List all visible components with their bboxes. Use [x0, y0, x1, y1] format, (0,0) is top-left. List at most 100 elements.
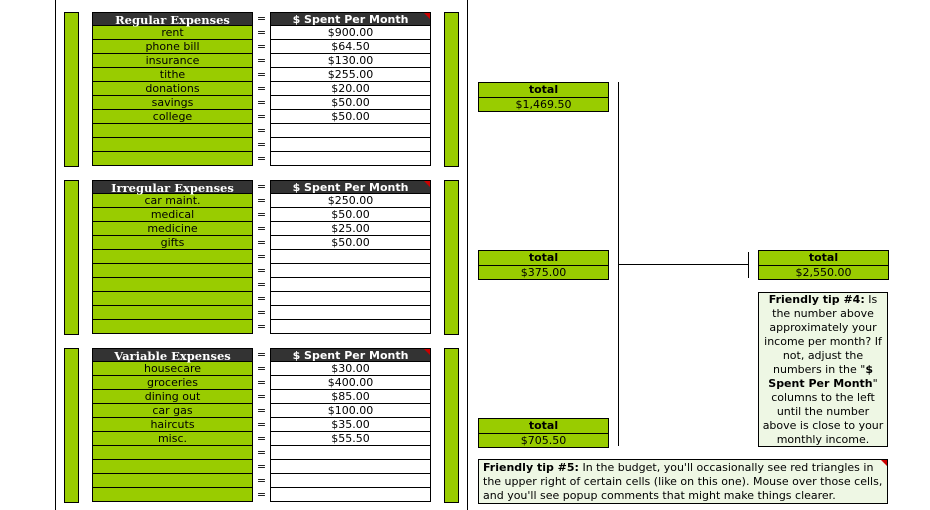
- comment-indicator-icon[interactable]: [424, 13, 430, 19]
- value-cell[interactable]: $20.00: [270, 82, 431, 96]
- value-cell[interactable]: [270, 124, 431, 138]
- section-right-bar: [444, 348, 459, 503]
- category-cell[interactable]: [92, 306, 253, 320]
- value-header[interactable]: $ Spent Per Month: [270, 180, 431, 194]
- equals-sign: =: [256, 138, 267, 151]
- category-cell[interactable]: [92, 124, 253, 138]
- value-cell[interactable]: [270, 446, 431, 460]
- category-cell[interactable]: car gas: [92, 404, 253, 418]
- variable-total-box[interactable]: total $705.50: [478, 418, 609, 448]
- value-cell[interactable]: [270, 250, 431, 264]
- connector-horizontal-line: [618, 264, 749, 265]
- irregular-total-label: total: [479, 251, 608, 266]
- irregular-total-box[interactable]: total $375.00: [478, 250, 609, 280]
- regular-total-label: total: [479, 83, 608, 98]
- value-cell[interactable]: $50.00: [270, 96, 431, 110]
- value-header[interactable]: $ Spent Per Month: [270, 348, 431, 362]
- value-header-text: $ Spent Per Month: [292, 13, 409, 26]
- value-cell[interactable]: [270, 264, 431, 278]
- value-cell[interactable]: $130.00: [270, 54, 431, 68]
- category-cell[interactable]: [92, 460, 253, 474]
- value-cell[interactable]: [270, 278, 431, 292]
- category-cell[interactable]: haircuts: [92, 418, 253, 432]
- category-cell[interactable]: dining out: [92, 390, 253, 404]
- category-cell[interactable]: [92, 264, 253, 278]
- category-cell[interactable]: misc.: [92, 432, 253, 446]
- category-cell[interactable]: [92, 446, 253, 460]
- equals-sign: =: [256, 474, 267, 487]
- category-cell[interactable]: college: [92, 110, 253, 124]
- value-cell[interactable]: $50.00: [270, 236, 431, 250]
- value-cell[interactable]: $35.00: [270, 418, 431, 432]
- grand-total-label: total: [759, 251, 888, 266]
- category-header[interactable]: Variable Expenses: [92, 348, 253, 363]
- category-cell[interactable]: medical: [92, 208, 253, 222]
- comment-indicator-icon[interactable]: [881, 460, 887, 466]
- value-cell[interactable]: [270, 320, 431, 334]
- category-header[interactable]: Irregular Expenses: [92, 180, 253, 195]
- category-cell[interactable]: medicine: [92, 222, 253, 236]
- variable-total-value: $705.50: [520, 434, 567, 447]
- value-cell[interactable]: [270, 474, 431, 488]
- section-left-bar: [64, 348, 79, 503]
- value-cell[interactable]: [270, 138, 431, 152]
- equals-sign: =: [256, 404, 267, 417]
- value-cell[interactable]: [270, 306, 431, 320]
- friendly-tip-5[interactable]: Friendly tip #5: In the budget, you'll o…: [478, 459, 888, 504]
- value-cell[interactable]: $50.00: [270, 208, 431, 222]
- category-cell[interactable]: [92, 320, 253, 334]
- comment-indicator-icon[interactable]: [424, 181, 430, 187]
- value-cell[interactable]: $50.00: [270, 110, 431, 124]
- equals-sign: =: [256, 96, 267, 109]
- value-cell[interactable]: $100.00: [270, 404, 431, 418]
- category-cell[interactable]: [92, 488, 253, 502]
- value-cell[interactable]: [270, 488, 431, 502]
- value-cell[interactable]: $400.00: [270, 376, 431, 390]
- equals-sign: =: [256, 446, 267, 459]
- value-column: $ Spent Per Month$250.00$50.00$25.00$50.…: [270, 180, 431, 334]
- equals-sign: =: [256, 264, 267, 277]
- tip5-text: In the budget, you'll occasionally see r…: [483, 461, 883, 502]
- equals-sign: =: [256, 236, 267, 249]
- value-cell[interactable]: [270, 460, 431, 474]
- value-header-text: $ Spent Per Month: [292, 349, 409, 362]
- category-cell[interactable]: groceries: [92, 376, 253, 390]
- value-cell[interactable]: $85.00: [270, 390, 431, 404]
- value-cell[interactable]: $64.50: [270, 40, 431, 54]
- category-cell[interactable]: car maint.: [92, 194, 253, 208]
- category-cell[interactable]: housecare: [92, 362, 253, 376]
- category-cell[interactable]: gifts: [92, 236, 253, 250]
- value-cell[interactable]: $255.00: [270, 68, 431, 82]
- category-cell[interactable]: [92, 292, 253, 306]
- grand-total-value: $2,550.00: [795, 266, 852, 279]
- value-cell[interactable]: $250.00: [270, 194, 431, 208]
- category-cell[interactable]: savings: [92, 96, 253, 110]
- regular-total-box[interactable]: total $1,469.50: [478, 82, 609, 112]
- value-cell[interactable]: [270, 152, 431, 166]
- equals-sign: =: [256, 488, 267, 501]
- value-cell[interactable]: [270, 292, 431, 306]
- category-cell[interactable]: [92, 152, 253, 166]
- comment-indicator-icon[interactable]: [424, 349, 430, 355]
- equals-sign: =: [256, 348, 267, 361]
- value-cell[interactable]: $900.00: [270, 26, 431, 40]
- category-cell[interactable]: rent: [92, 26, 253, 40]
- value-header[interactable]: $ Spent Per Month: [270, 12, 431, 26]
- section-right-bar: [444, 12, 459, 167]
- category-cell[interactable]: [92, 138, 253, 152]
- value-cell[interactable]: $25.00: [270, 222, 431, 236]
- category-cell[interactable]: [92, 250, 253, 264]
- category-header[interactable]: Regular Expenses: [92, 12, 253, 27]
- equals-column: ===========: [255, 348, 268, 502]
- category-cell[interactable]: insurance: [92, 54, 253, 68]
- regular-total-value: $1,469.50: [515, 98, 572, 111]
- category-cell[interactable]: tithe: [92, 68, 253, 82]
- sheet-column-divider: [467, 0, 468, 510]
- value-cell[interactable]: $30.00: [270, 362, 431, 376]
- category-cell[interactable]: [92, 278, 253, 292]
- category-cell[interactable]: donations: [92, 82, 253, 96]
- grand-total-box[interactable]: total $2,550.00: [758, 250, 889, 280]
- value-cell[interactable]: $55.50: [270, 432, 431, 446]
- category-cell[interactable]: [92, 474, 253, 488]
- category-cell[interactable]: phone bill: [92, 40, 253, 54]
